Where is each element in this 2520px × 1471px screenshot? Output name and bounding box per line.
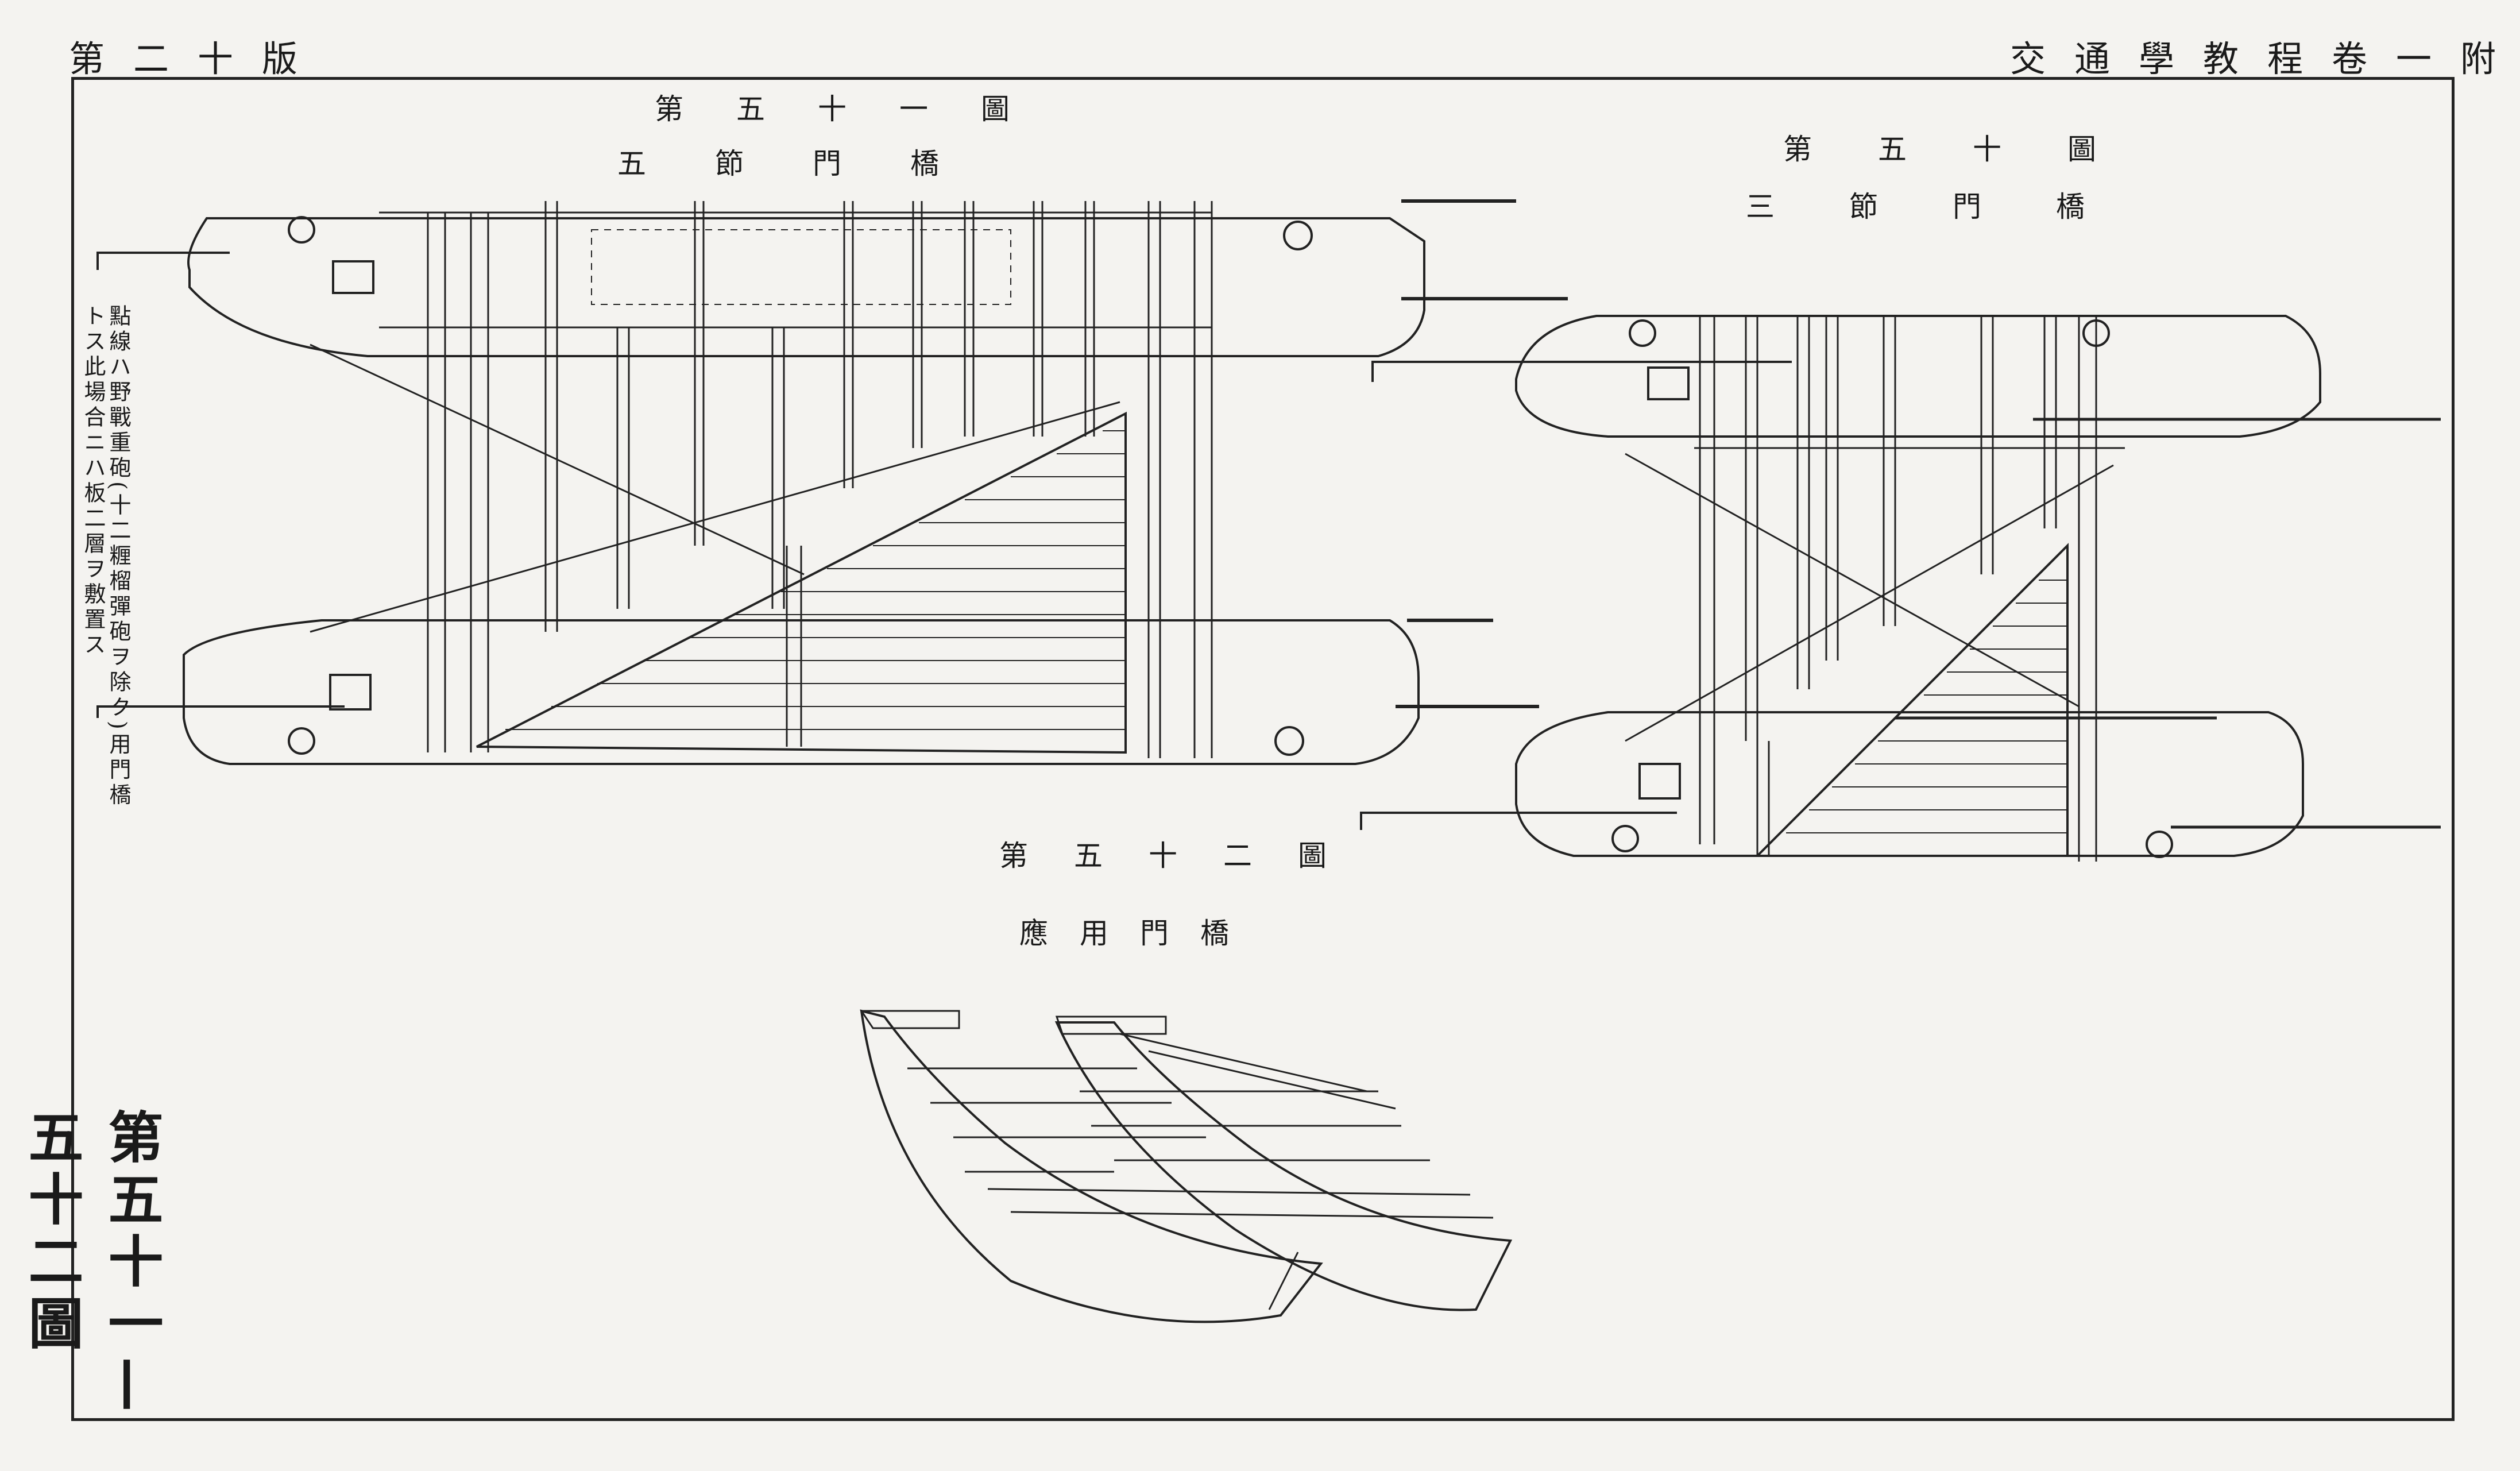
fig52-number: 第五十二圖	[999, 839, 1373, 872]
fig51-upper-pontoon	[188, 218, 1424, 356]
plate-number: 第二十版	[69, 38, 327, 80]
fig52-title: 應用門橋	[1019, 917, 1261, 950]
fig50-lower-pontoon	[1516, 712, 2303, 856]
fig51-title: 五節門橋	[617, 147, 1008, 180]
plate-label: 第五十一—五十二圖	[19, 1109, 164, 1419]
fig50-drawing	[1361, 316, 2441, 862]
fig51-drawing	[98, 201, 1568, 764]
fig51-lower-pontoon	[184, 620, 1419, 764]
fig52-boat-right	[1057, 1022, 1510, 1310]
fig50-title: 三節門橋	[1746, 190, 2159, 223]
book-title: 交通學教程卷一附圖	[2010, 38, 2520, 80]
fig50-number: 第五十圖	[1783, 133, 2162, 166]
fig50-upper-pontoon	[1516, 316, 2320, 437]
fig51-number: 第五十一圖	[655, 92, 1062, 126]
plate-frame	[71, 77, 2455, 1421]
fig52-drawing	[861, 1011, 1510, 1322]
fig52-boat-left	[861, 1011, 1321, 1322]
side-note: 點線ハ野戰重砲(十二糎榴彈砲ヲ除ク)用門橋 トス此場合ニハ板二層ヲ敷置ス	[80, 304, 131, 809]
